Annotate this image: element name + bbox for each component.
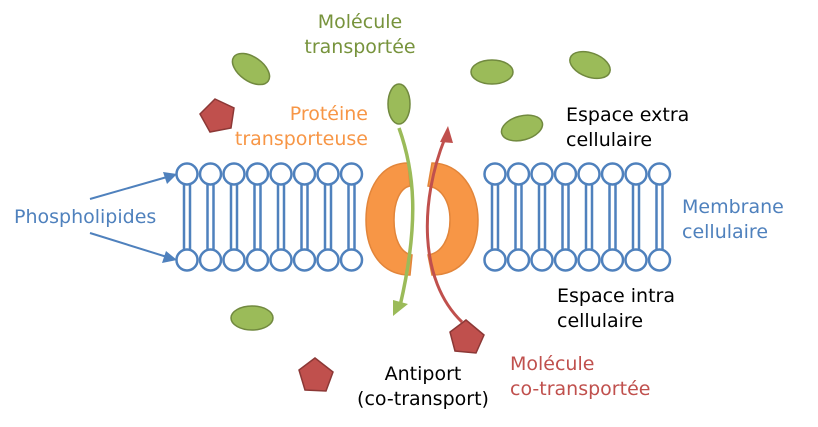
transported-molecule-arrow [393, 127, 415, 316]
molecule-transported-label: Molécule transportée [285, 10, 435, 60]
antiport-line1: Antiport [384, 363, 462, 385]
molecule-transported-line2: transportée [304, 36, 416, 58]
red-molecule-icon [298, 357, 334, 392]
phospholipids-label: Phospholipides [14, 206, 157, 228]
phospholipid-icon [624, 162, 648, 272]
phospholipid-icon [530, 162, 554, 272]
transport-protein-label: Protéine transporteuse [200, 102, 368, 152]
phospholipid-pointer-arrows [89, 172, 177, 263]
molecule-transported-line1: Molécule [317, 11, 403, 33]
green-molecule-icon [231, 52, 271, 86]
molecule-cotransported-line2: co-transportée [510, 378, 651, 400]
phospholipid-icon [339, 162, 364, 272]
intracellular-space-label: Espace intra cellulaire [557, 284, 675, 334]
red-molecule-icon [199, 98, 235, 133]
phospholipid-icon [292, 162, 317, 272]
phospholipid-icon [316, 162, 340, 272]
green-molecule-icon [387, 83, 411, 125]
protein-right-half [427, 162, 479, 276]
transport-protein-line1: Protéine [289, 103, 368, 125]
phospholipid-icon [577, 162, 601, 272]
transport-protein [365, 162, 479, 276]
green-molecule-icon [500, 114, 544, 142]
phospholipid-icon [245, 162, 270, 272]
protein-left-half [365, 162, 413, 276]
extracellular-space-label: Espace extra cellulaire [566, 103, 689, 153]
phospholipid-icon [600, 162, 625, 272]
cell-membrane-line1: Membrane [682, 196, 784, 218]
green-molecule-icon [569, 50, 611, 80]
red-molecule-icon [449, 319, 485, 354]
transport-protein-line2: transporteuse [234, 128, 368, 150]
green-molecules [230, 50, 611, 331]
membrane-right-bilayer [483, 162, 672, 272]
cell-membrane-label: Membrane cellulaire [682, 195, 784, 245]
molecule-cotransported-label: Molécule co-transportée [510, 352, 650, 402]
phospholipid-icon [198, 162, 223, 272]
intracellular-line2: cellulaire [557, 310, 644, 332]
phospholipid-icon [269, 162, 293, 272]
cell-membrane-line2: cellulaire [682, 221, 769, 243]
cotransported-molecule-arrow [425, 126, 464, 324]
membrane-left-bilayer [175, 162, 364, 272]
phospholipid-icon [222, 162, 246, 272]
extracellular-line1: Espace extra [566, 104, 690, 126]
phospholipid-icon [647, 162, 672, 272]
green-molecule-icon [230, 305, 274, 331]
antiport-label: Antiport (co-transport) [348, 362, 498, 412]
phospholipid-icon [483, 162, 507, 272]
intracellular-line1: Espace intra [557, 285, 676, 307]
molecule-cotransported-line1: Molécule [510, 353, 595, 375]
red-molecules [199, 98, 485, 392]
extracellular-line2: cellulaire [566, 129, 653, 151]
phospholipid-icon [553, 162, 578, 272]
green-molecule-icon [470, 59, 514, 85]
phospholipid-icon [506, 162, 531, 272]
antiport-line2: (co-transport) [357, 388, 489, 410]
phospholipid-icon [175, 162, 199, 272]
